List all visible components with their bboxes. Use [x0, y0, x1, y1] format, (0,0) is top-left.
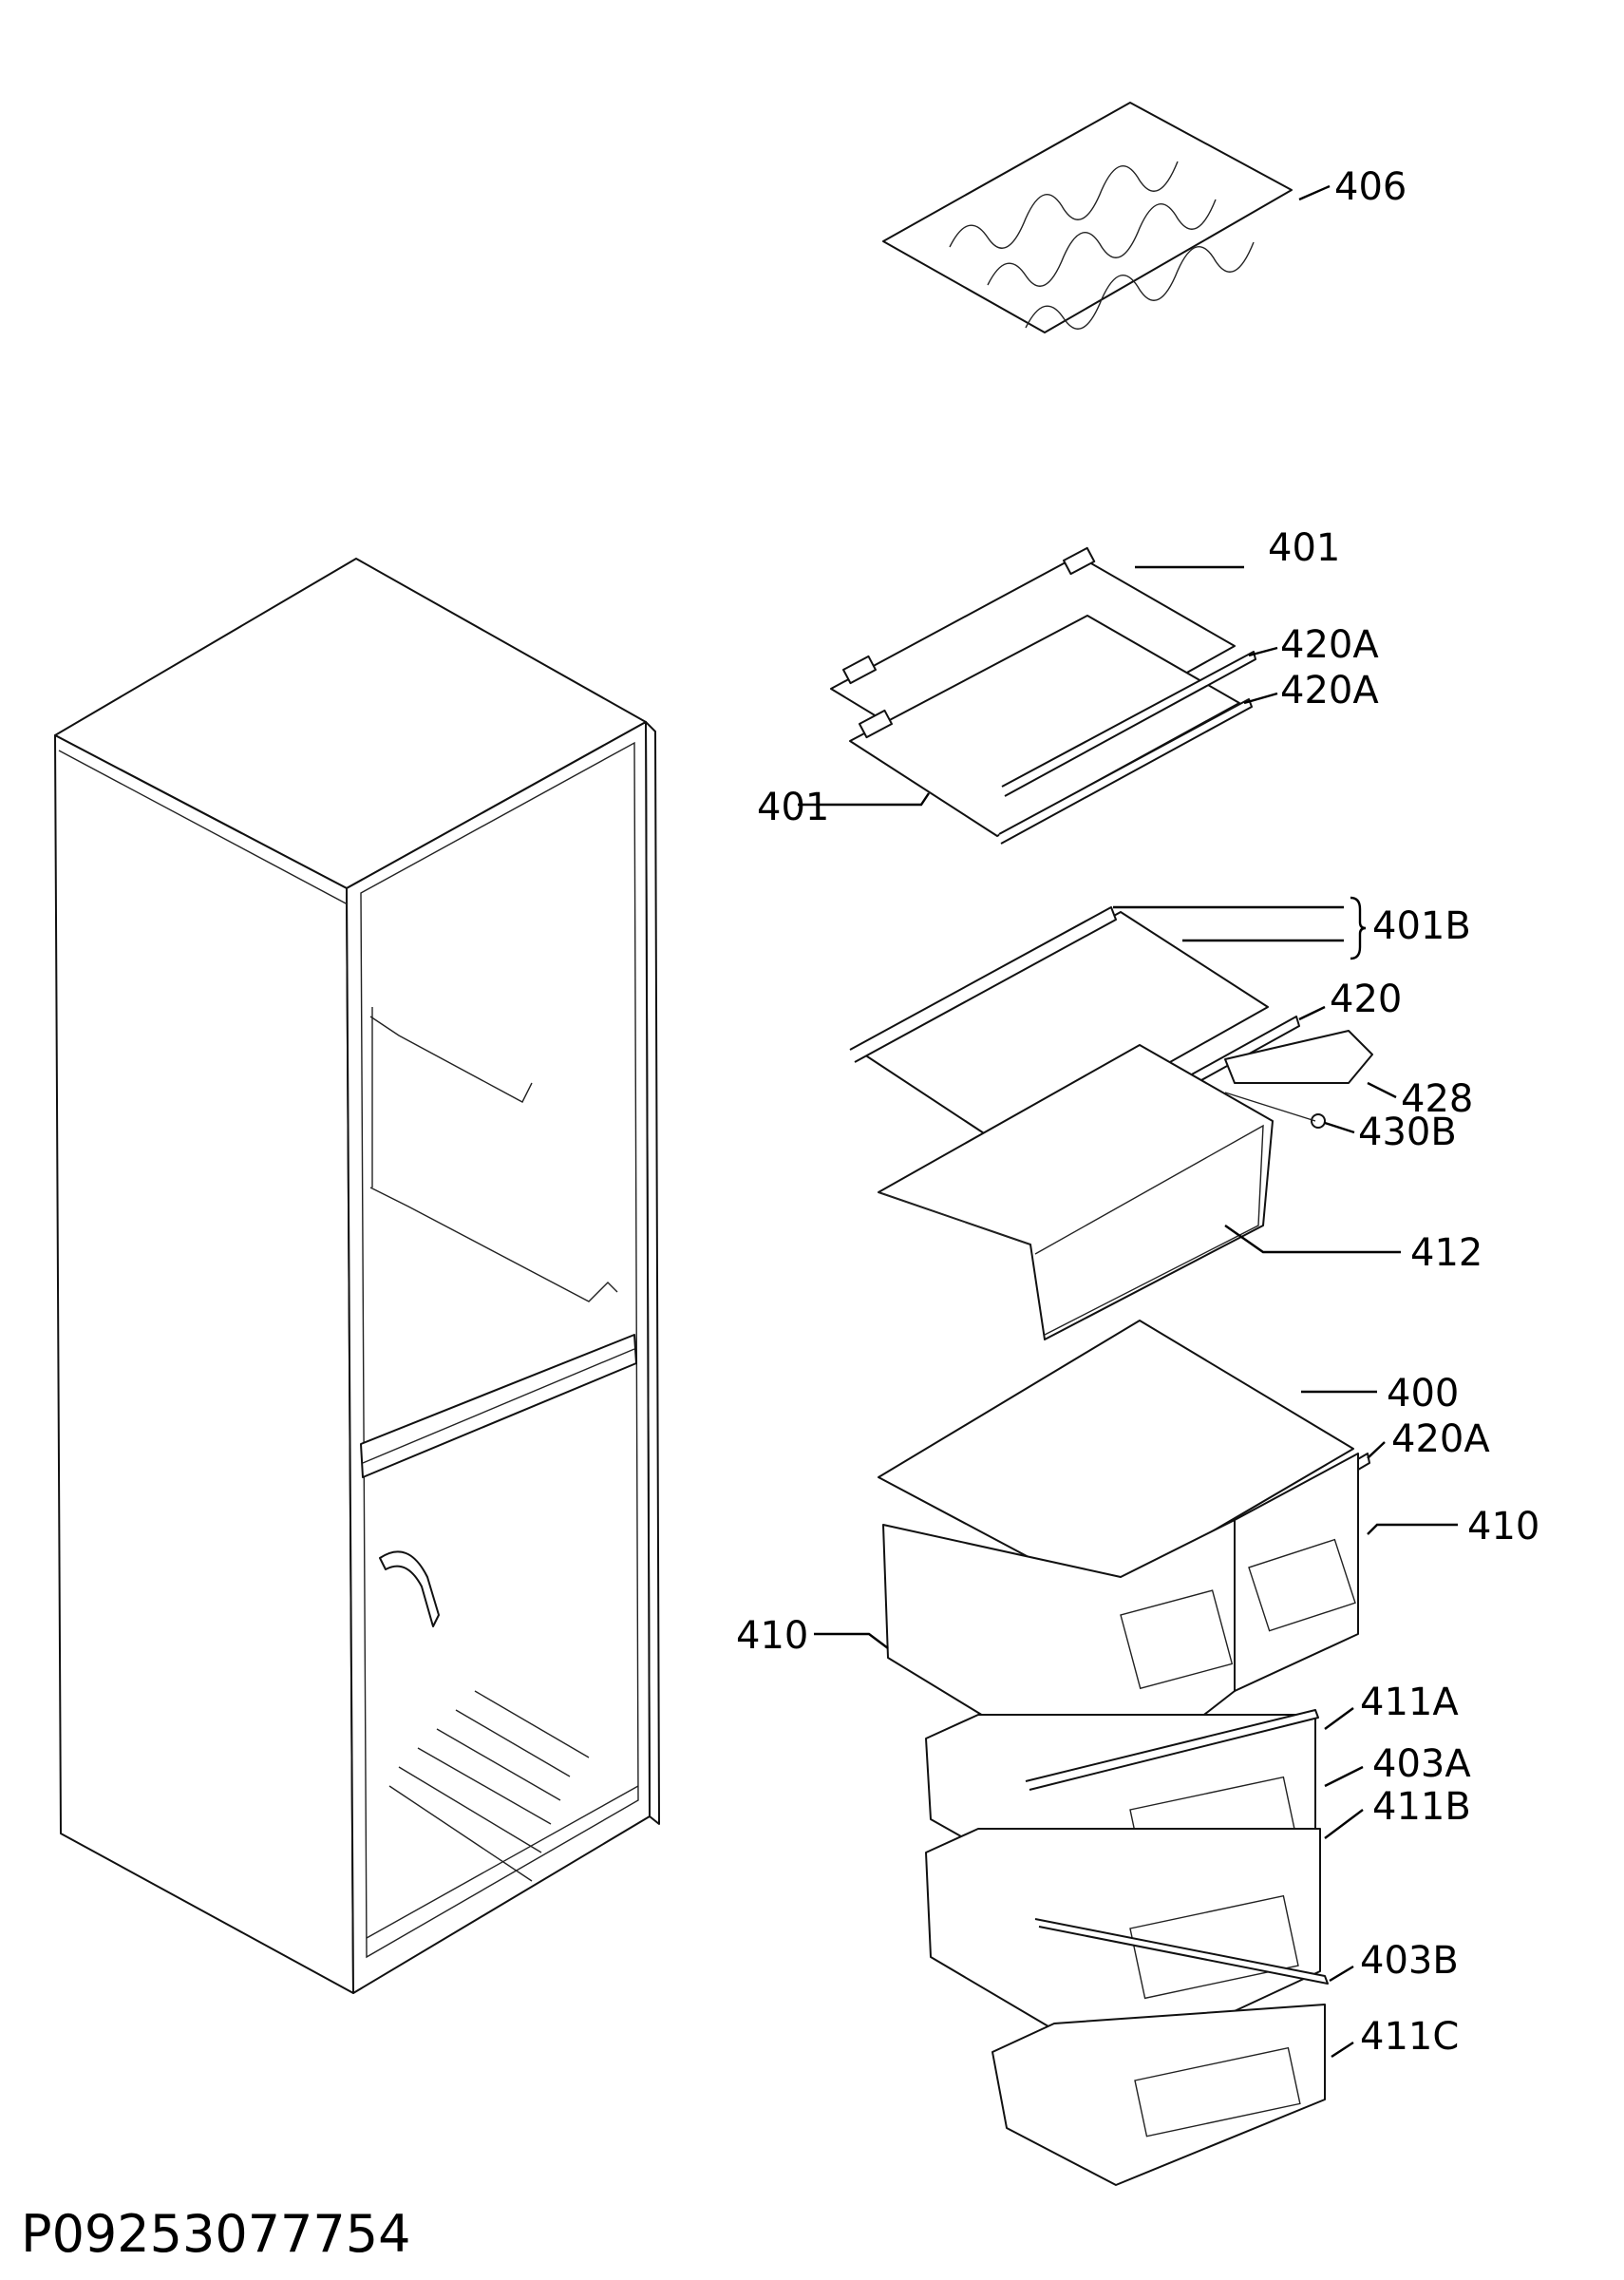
label-420: 420 — [1330, 978, 1402, 1021]
drawer-411c-handle — [1134, 2046, 1301, 2138]
label-401-top: 401 — [1268, 526, 1340, 570]
leader-411c — [1331, 2041, 1354, 2059]
drawer-liner-403b — [1034, 1918, 1329, 1985]
drawer-410-right-handle — [1248, 1538, 1356, 1632]
interior-shelf-rail-lower — [369, 1187, 618, 1302]
leader-403b — [1329, 1965, 1354, 1983]
interior-shelf-rail — [369, 1016, 533, 1103]
shelf-and-crisper-412 — [849, 906, 1373, 1340]
freezer-handle — [379, 1550, 440, 1627]
leader-lines — [798, 184, 1458, 2059]
drawer-410-right — [1234, 1453, 1359, 1692]
label-412: 412 — [1410, 1231, 1482, 1275]
leader-406 — [1298, 184, 1331, 201]
label-411b: 411B — [1372, 1785, 1471, 1829]
drawing-code: P09253077754 — [21, 2204, 410, 2264]
leader-411a — [1324, 1707, 1354, 1730]
wine-rack-wave-1 — [987, 199, 1217, 287]
crisper-412-front — [1034, 1124, 1264, 1336]
cabinet-inner-opening — [360, 741, 639, 1959]
label-401-left: 401 — [757, 786, 829, 829]
label-403a: 403A — [1372, 1742, 1471, 1786]
crisper-412-rim — [878, 1191, 1031, 1245]
glass-shelf-set-401 — [830, 546, 1256, 845]
shelf-clip-upper — [842, 655, 877, 685]
callout-labels: 406 401 420A 420A 401 401B 420 428 430B … — [736, 165, 1539, 2059]
shelf-rear-trim-401b — [849, 906, 1117, 1063]
shelf-trim-420a-2 — [998, 698, 1253, 845]
wine-rack-406 — [882, 102, 1293, 333]
leader-401-left — [798, 792, 930, 807]
glass-shelf-401-lower — [849, 615, 1240, 837]
label-401b: 401B — [1372, 904, 1471, 948]
wine-rack-wave-3 — [949, 161, 1179, 249]
label-411a: 411A — [1360, 1681, 1459, 1724]
label-420a-1: 420A — [1280, 623, 1379, 667]
wine-rack-wave-2 — [1025, 241, 1255, 330]
label-400: 400 — [1387, 1372, 1459, 1416]
leader-420a-3 — [1367, 1441, 1386, 1459]
cabinet-left-side — [54, 734, 354, 1994]
leader-420a-1 — [1248, 646, 1278, 657]
label-420a-3: 420A — [1391, 1417, 1490, 1461]
drawer-410-left-handle — [1120, 1589, 1234, 1690]
leader-428 — [1367, 1081, 1397, 1099]
leader-420a-2 — [1243, 692, 1278, 705]
label-420a-2: 420A — [1280, 669, 1379, 712]
leader-403a — [1324, 1765, 1364, 1788]
brace-401b — [1350, 896, 1367, 960]
drawer-411c — [991, 2004, 1326, 2186]
rail-430b — [1224, 1092, 1316, 1122]
label-410-right: 410 — [1467, 1505, 1539, 1548]
roller-430b — [1311, 1113, 1326, 1129]
cabinet-top-edge — [58, 750, 349, 905]
label-428: 428 — [1401, 1077, 1473, 1121]
leader-411b — [1324, 1809, 1364, 1839]
leader-410-left — [814, 1632, 889, 1649]
freezer-drawer-stack — [878, 1320, 1370, 2186]
refrigerator-cabinet — [54, 558, 660, 1994]
label-410-left: 410 — [736, 1614, 808, 1658]
label-430b: 430B — [1358, 1111, 1457, 1154]
shelf-clip-upper-rear — [1062, 546, 1096, 576]
leader-410-right — [1367, 1523, 1458, 1535]
divider-lip — [362, 1348, 635, 1464]
cabinet-front-frame — [346, 721, 651, 1994]
label-403b: 403B — [1360, 1939, 1459, 1983]
cabinet-bottom-edge — [366, 1785, 639, 1939]
leader-412 — [1224, 1225, 1401, 1254]
leader-420 — [1298, 1005, 1326, 1021]
drawer-liner-403a — [1025, 1709, 1319, 1791]
label-406: 406 — [1334, 165, 1407, 209]
drawer-411b-handle — [1129, 1894, 1299, 2000]
leader-430b — [1324, 1121, 1355, 1134]
shelf-trim-420a-1 — [1001, 651, 1256, 797]
rail-428 — [1224, 1030, 1373, 1084]
label-411c: 411C — [1360, 2015, 1459, 2059]
freezer-floor-ribs — [388, 1690, 590, 1882]
wine-rack-frame — [882, 102, 1293, 333]
shelf-clip-lower — [858, 709, 893, 739]
drawer-411b — [925, 1828, 1321, 2067]
